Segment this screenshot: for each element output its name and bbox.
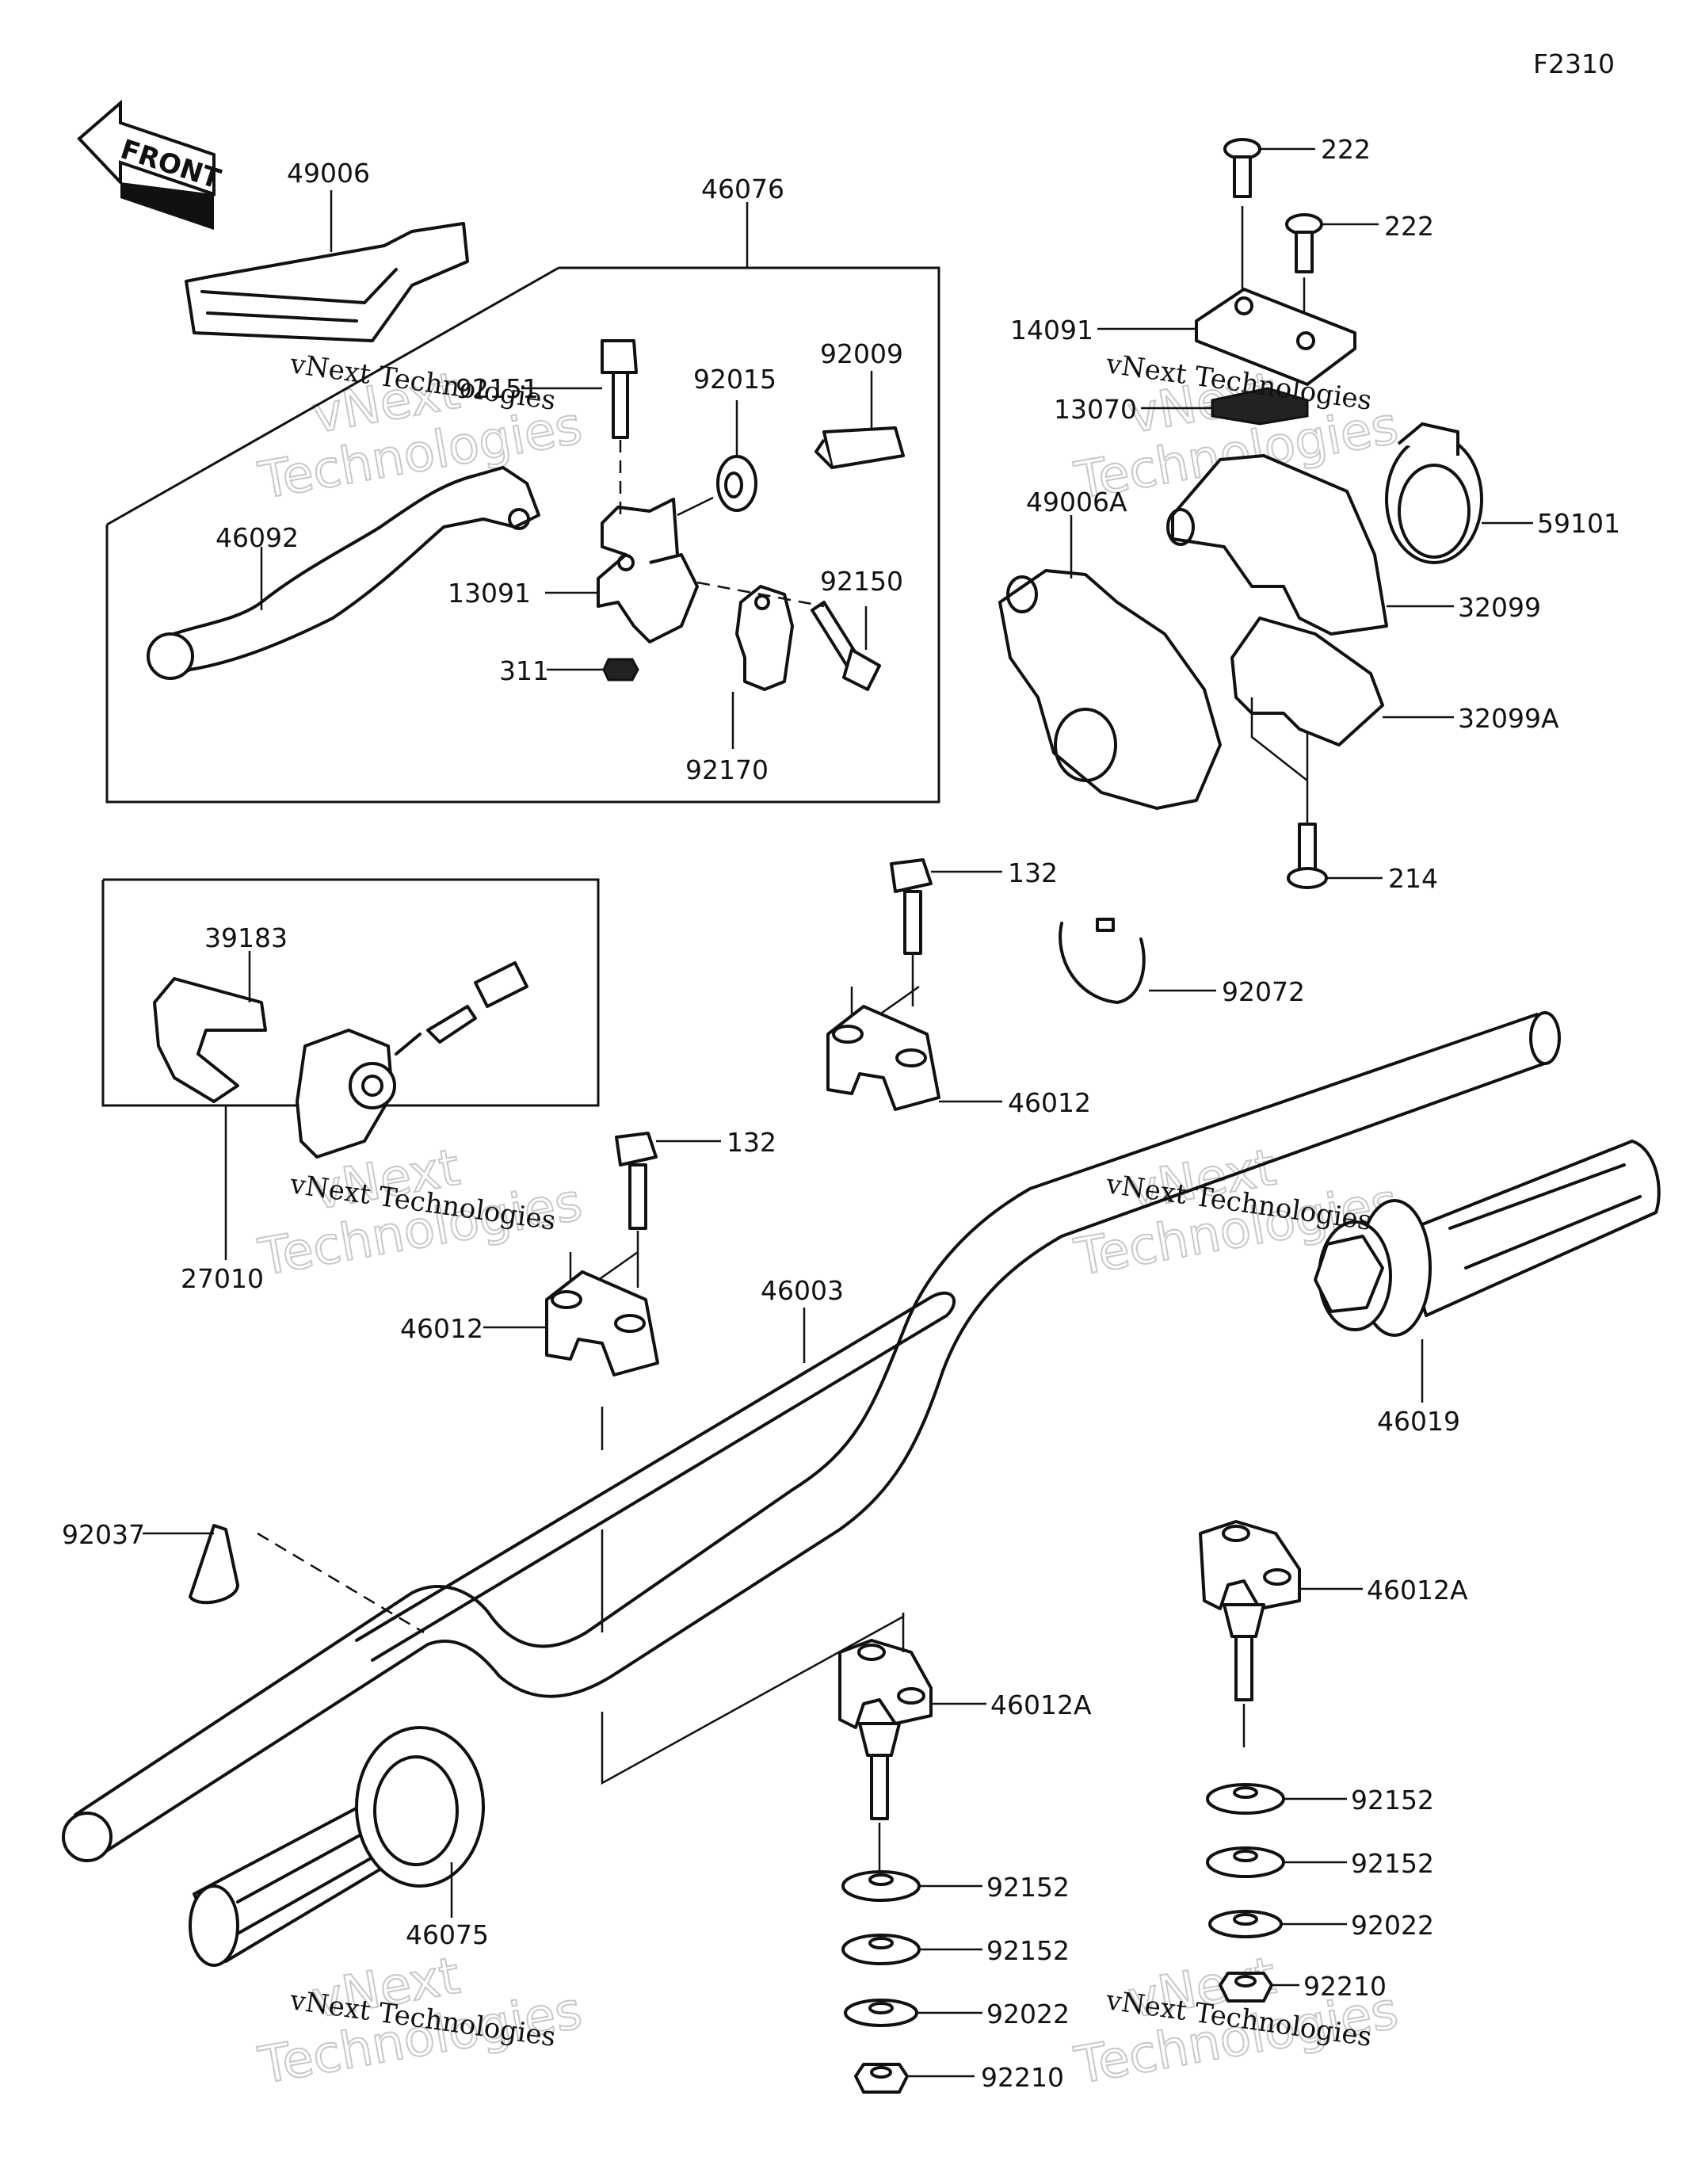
label-46012-b: 46012 xyxy=(400,1313,483,1344)
label-46012A-b: 46012A xyxy=(990,1690,1092,1720)
screw-214 xyxy=(1287,823,1383,889)
label-46003: 46003 xyxy=(761,1275,844,1306)
label-92210-b: 92210 xyxy=(1303,1971,1387,2002)
label-132-b: 132 xyxy=(727,1127,776,1158)
nut-311 xyxy=(547,658,639,682)
handlebar-46003 xyxy=(62,1011,1561,1862)
label-14091: 14091 xyxy=(1010,315,1093,346)
label-46092: 46092 xyxy=(216,522,299,553)
label-46019: 46019 xyxy=(1377,1406,1460,1437)
washer-92152-d xyxy=(1206,1846,1347,1878)
holder-46012-b xyxy=(483,1250,659,1450)
label-46012-a: 46012 xyxy=(1008,1087,1091,1118)
nut-92210-a xyxy=(854,2063,975,2094)
bolt-92150 xyxy=(696,581,881,691)
label-92022-a: 92022 xyxy=(986,1999,1070,2029)
screw-222-b xyxy=(1285,213,1379,325)
bolt-132-b xyxy=(615,1132,721,1288)
label-49006A: 49006A xyxy=(1026,487,1127,517)
label-92152-c: 92152 xyxy=(1351,1785,1434,1816)
adjuster-nut-92015 xyxy=(677,400,757,517)
label-46075: 46075 xyxy=(406,1919,489,1950)
label-214: 214 xyxy=(1388,863,1438,894)
label-92037: 92037 xyxy=(62,1519,145,1550)
grip-46075 xyxy=(189,1726,485,1967)
part-labels: 49006 46076 92151 92015 92009 46092 1309… xyxy=(62,134,1620,2093)
clip-92037 xyxy=(143,1524,239,1605)
label-92022-b: 92022 xyxy=(1351,1910,1434,1941)
bolt-92151 xyxy=(521,339,638,515)
label-92151: 92151 xyxy=(456,373,539,404)
label-92015: 92015 xyxy=(693,364,776,395)
grip-46019 xyxy=(1314,1140,1661,1403)
riser-46012a-left xyxy=(838,1613,986,1870)
clamp-92170 xyxy=(731,585,794,749)
label-27010: 27010 xyxy=(181,1263,264,1294)
label-49006: 49006 xyxy=(287,158,370,189)
label-32099A: 32099A xyxy=(1458,703,1559,734)
label-46012A-a: 46012A xyxy=(1367,1575,1468,1606)
washer-92152-b xyxy=(841,1934,982,1965)
label-13091: 13091 xyxy=(448,578,531,609)
adjuster-screw-92009 xyxy=(814,371,905,469)
brake-lever-assy-box xyxy=(105,202,940,804)
cable-band-92072 xyxy=(1059,918,1216,1004)
bolt-132-a xyxy=(890,858,1002,1006)
switch-body-27010 xyxy=(296,961,528,1159)
label-59101: 59101 xyxy=(1537,508,1620,539)
label-92009: 92009 xyxy=(820,338,903,369)
riser-46012a-right xyxy=(1199,1520,1363,1747)
plate-13070 xyxy=(1141,387,1309,426)
figure-code: F2310 xyxy=(1533,48,1615,79)
label-92170: 92170 xyxy=(685,754,769,785)
front-arrow-icon: FRONT xyxy=(77,99,225,230)
label-132-a: 132 xyxy=(1008,857,1058,888)
brake-lever-46092 xyxy=(147,466,540,680)
label-222-b: 222 xyxy=(1384,211,1434,242)
screw-222-a xyxy=(1223,138,1315,293)
label-39183: 39183 xyxy=(204,922,288,953)
throttle-guard-49006a xyxy=(998,515,1222,810)
label-46076: 46076 xyxy=(701,174,784,204)
throttle-pulley-59101 xyxy=(1385,422,1533,564)
lever-bracket-13091 xyxy=(545,498,699,643)
switch-clamp-39183 xyxy=(153,951,267,1103)
label-32099: 32099 xyxy=(1458,592,1541,623)
washer-92152-c xyxy=(1206,1783,1347,1815)
washer-92022-b xyxy=(1208,1910,1347,1938)
lever-guard-49006 xyxy=(185,190,469,342)
washer-92152-a xyxy=(841,1870,982,1902)
label-92210-a: 92210 xyxy=(981,2062,1064,2093)
label-13070: 13070 xyxy=(1054,394,1137,425)
throttle-housing-32099 xyxy=(1166,454,1454,636)
label-92072: 92072 xyxy=(1222,976,1305,1007)
label-92152-a: 92152 xyxy=(986,1872,1070,1903)
label-92152-d: 92152 xyxy=(1351,1848,1434,1879)
nut-92210-b xyxy=(1219,1972,1299,2003)
label-92152-b: 92152 xyxy=(986,1935,1070,1966)
washer-92022-a xyxy=(844,1999,982,2027)
cover-14091 xyxy=(1097,288,1356,386)
holder-46012-a xyxy=(826,985,1002,1111)
label-92150: 92150 xyxy=(820,566,903,597)
label-311: 311 xyxy=(499,655,549,686)
label-222-a: 222 xyxy=(1321,134,1371,165)
throttle-housing-32099a xyxy=(1230,617,1454,824)
